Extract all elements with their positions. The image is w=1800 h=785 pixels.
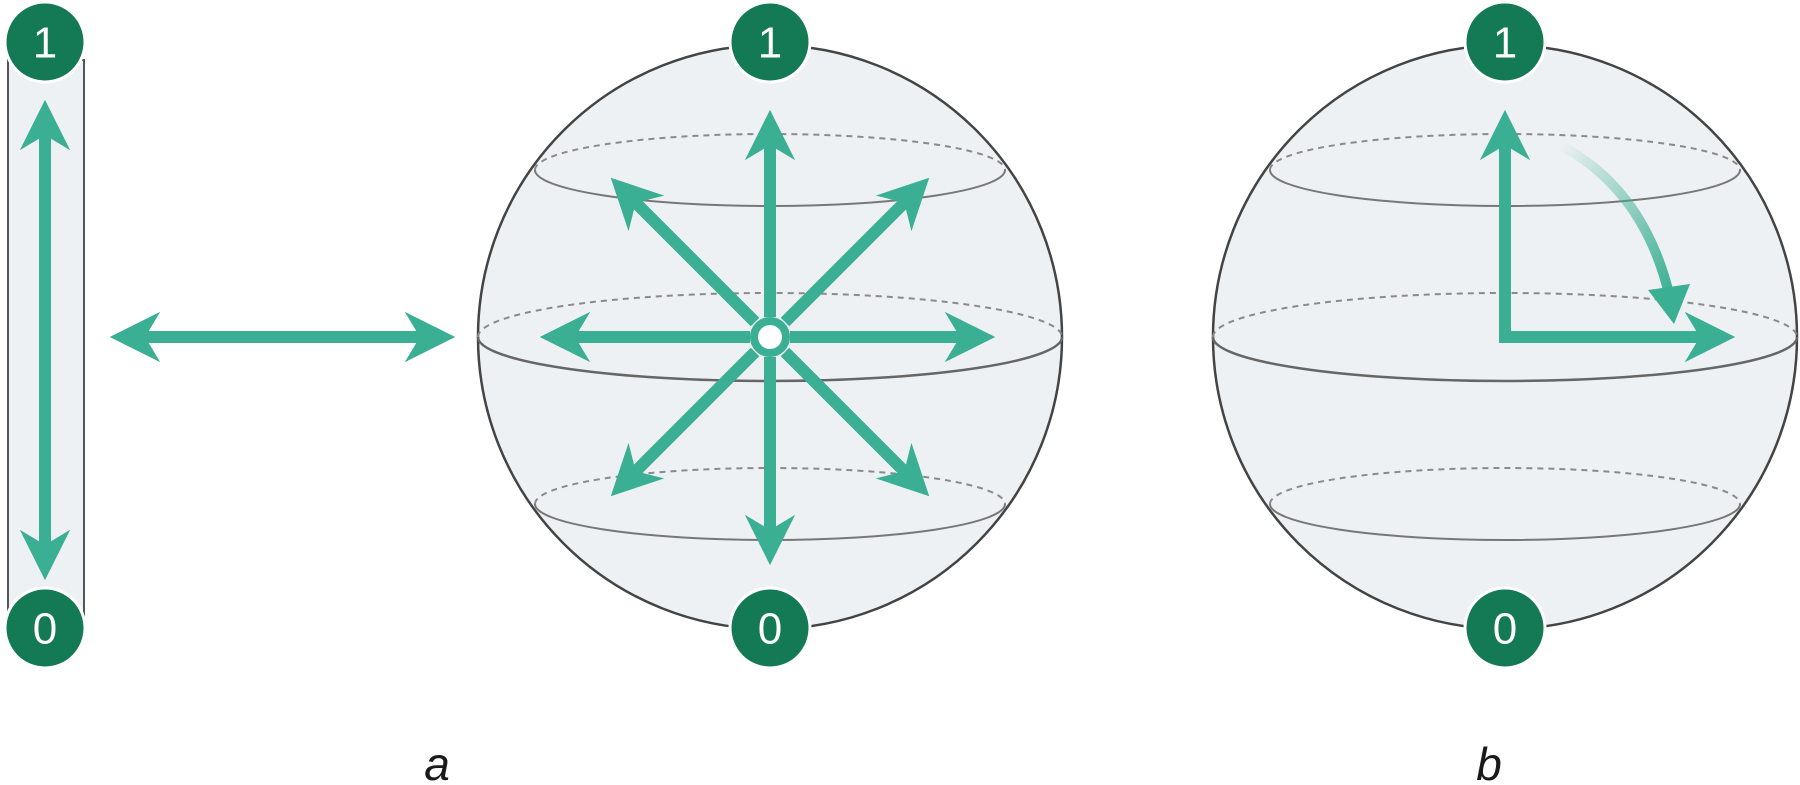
sphere-a-node-top-label: 1: [758, 19, 782, 68]
sphere-b-node-bottom: 0: [1463, 586, 1547, 670]
sphere-b-node-top: 1: [1463, 0, 1547, 84]
bloch-sphere-a: 1 0: [476, 0, 1064, 670]
sphere-b-node-top-label: 1: [1493, 19, 1517, 68]
panel-b-label: b: [1476, 738, 1502, 785]
arrow-up-left: [610, 177, 760, 327]
arrow-down-right: [780, 347, 930, 497]
bit-node-bottom-label: 0: [33, 605, 57, 654]
sphere-a-node-bottom: 0: [728, 586, 812, 670]
arrow-up-right: [780, 177, 930, 327]
rotation-curve-arrowhead: [1648, 284, 1690, 324]
bloch-sphere-b: 1 0: [1211, 0, 1799, 670]
sphere-b-node-bottom-label: 0: [1493, 605, 1517, 654]
classical-bit: 1 0: [3, 0, 87, 670]
bit-node-bottom: 0: [3, 586, 87, 670]
panel-a-label: a: [424, 738, 450, 785]
sphere-a-node-bottom-label: 0: [758, 605, 782, 654]
arrow-down-left: [610, 347, 760, 497]
bit-node-top: 1: [3, 0, 87, 84]
bit-node-top-label: 1: [33, 19, 57, 68]
sphere-a-state-arrows: [539, 109, 996, 566]
rotation-curve-arrow: [1557, 140, 1675, 300]
sphere-a-center-point: [750, 317, 790, 357]
sphere-a-node-top: 1: [728, 0, 812, 84]
sphere-b-rotation: [1479, 109, 1736, 363]
